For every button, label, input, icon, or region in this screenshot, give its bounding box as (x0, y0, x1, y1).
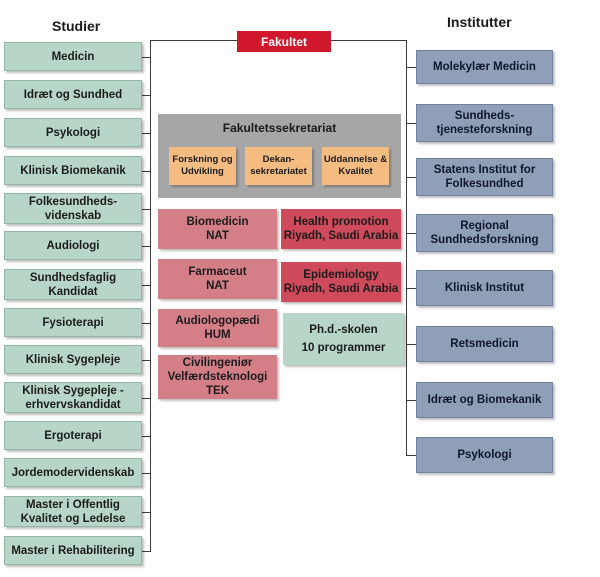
secretariat-panel: Fakultetssekretariat Forskning og Udvikl… (158, 114, 401, 198)
institute-connector (406, 123, 416, 124)
study-item: Master i Rehabilitering (4, 536, 142, 565)
study-connector (142, 360, 150, 361)
institute-item: Sundheds- tjenesteforskning (416, 104, 553, 142)
institute-connector (406, 288, 416, 289)
study-item: Psykologi (4, 118, 142, 147)
center-biomedicine: Biomedicin NAT (158, 209, 277, 249)
study-item: Audiologi (4, 231, 142, 260)
institutes-spine (406, 40, 407, 456)
study-connector (142, 473, 150, 474)
institute-connector (406, 344, 416, 345)
study-connector (142, 436, 150, 437)
secretariat-unit-dean: Dekan- sekretariatet (245, 147, 312, 185)
study-item: Medicin (4, 42, 142, 71)
center-audiologopedics: Audiologopædi HUM (158, 309, 277, 347)
study-item: Klinisk Sygepleje - erhvervskandidat (4, 382, 142, 413)
study-item: Idræt og Sundhed (4, 80, 142, 109)
center-pharmacy: Farmaceut NAT (158, 259, 277, 299)
institute-connector (406, 177, 416, 178)
study-item: Master i Offentlig Kvalitet og Ledelse (4, 496, 142, 527)
study-connector (142, 246, 150, 247)
faculty-left-connector (150, 40, 238, 41)
secretariat-title: Fakultetssekretariat (222, 121, 337, 135)
study-connector (142, 398, 150, 399)
study-item: Folkesundheds- videnskab (4, 193, 142, 224)
institute-connector (406, 400, 416, 401)
secretariat-unit-education: Uddannelse & Kvalitet (322, 147, 389, 185)
study-item: Ergoterapi (4, 421, 142, 450)
studies-heading: Studier (52, 18, 101, 34)
study-connector (142, 171, 150, 172)
institute-connector (406, 455, 416, 456)
institute-item: Statens Institut for Folkesundhed (416, 158, 553, 196)
study-connector (142, 57, 150, 58)
study-connector (142, 133, 150, 134)
study-connector (142, 285, 150, 286)
faculty-box: Fakultet (237, 31, 331, 52)
institute-item: Idræt og Biomekanik (416, 382, 553, 418)
study-connector (142, 551, 150, 552)
institute-item: Molekylær Medicin (416, 50, 553, 84)
institute-item: Retsmedicin (416, 326, 553, 362)
faculty-right-connector (331, 40, 407, 41)
studies-spine (150, 40, 151, 552)
institute-connector (406, 67, 416, 68)
phd-school: Ph.d.-skolen 10 programmer (283, 313, 404, 365)
study-connector (142, 209, 150, 210)
center-epidemiology: Epidemiology Riyadh, Saudi Arabia (281, 262, 401, 302)
secretariat-unit-research: Forskning og Udvikling (169, 147, 236, 185)
study-item: Jordemodervidenskab (4, 458, 142, 487)
institutes-heading: Institutter (447, 14, 512, 30)
study-item: Fysioterapi (4, 308, 142, 337)
center-welfare-tech: Civilingeniør Velfærdsteknologi TEK (158, 355, 277, 399)
institute-item: Klinisk Institut (416, 270, 553, 306)
institute-connector (406, 233, 416, 234)
study-connector (142, 323, 150, 324)
study-item: Sundhedsfaglig Kandidat (4, 269, 142, 300)
center-health-promotion: Health promotion Riyadh, Saudi Arabia (281, 209, 401, 249)
study-item: Klinisk Sygepleje (4, 345, 142, 374)
study-connector (142, 95, 150, 96)
study-connector (142, 512, 150, 513)
institute-item: Psykologi (416, 437, 553, 473)
study-item: Klinisk Biomekanik (4, 156, 142, 185)
institute-item: Regional Sundhedsforskning (416, 214, 553, 252)
